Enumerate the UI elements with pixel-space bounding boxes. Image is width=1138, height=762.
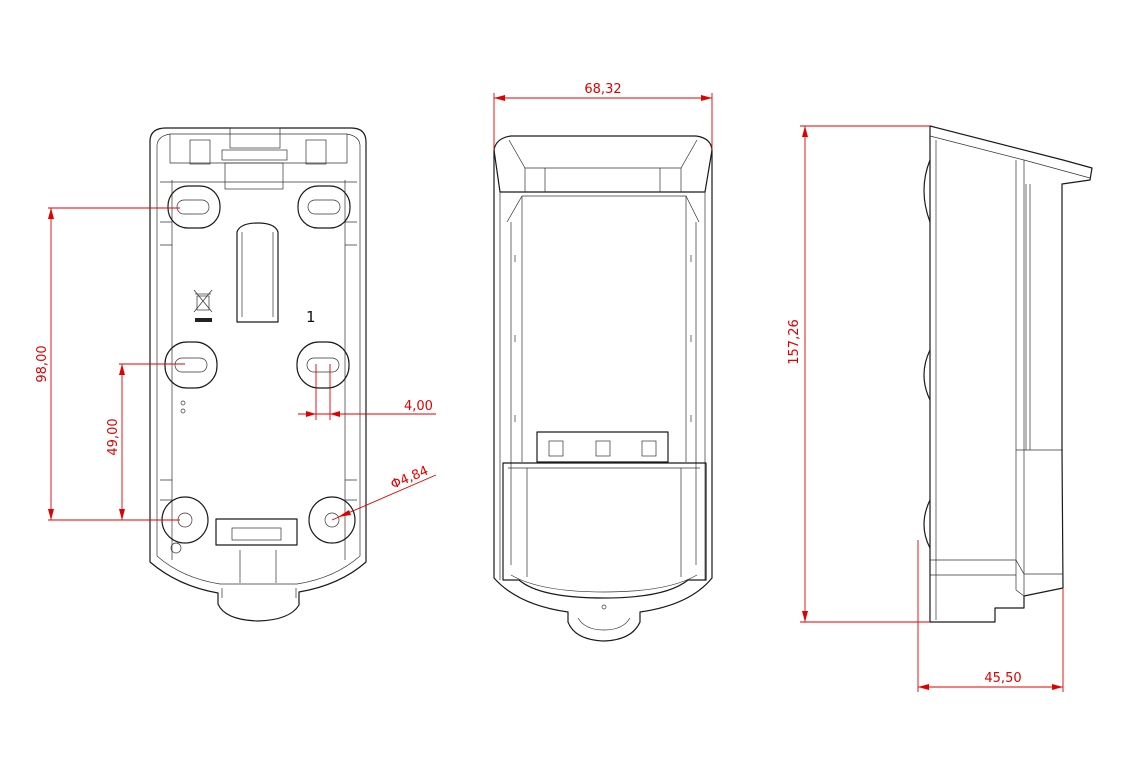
front-lens	[502, 462, 707, 599]
dimension-49: 49,00	[106, 363, 185, 520]
dimension-hole: Φ4,84	[331, 464, 437, 521]
dimension-98: 98,00	[35, 207, 180, 521]
back-view-outline	[149, 127, 367, 622]
mounting-boss-top-left	[167, 185, 221, 229]
side-bump-bottom	[923, 499, 931, 549]
dimension-total-height: 157,26	[787, 125, 930, 623]
side-bump-mid	[923, 349, 931, 401]
dimension-width-label: 68,32	[584, 82, 621, 97]
mounting-boss-mid-left	[164, 341, 218, 389]
mounting-boss-mid-right	[296, 341, 350, 389]
bottom-clip	[215, 518, 298, 546]
dimension-98-label: 98,00	[35, 345, 50, 382]
front-tab	[536, 431, 669, 463]
side-view: 157,26 45,50	[787, 125, 1093, 692]
dimension-4-label: 4,00	[404, 399, 433, 414]
side-view-outline	[929, 125, 1093, 623]
center-rail	[236, 222, 279, 323]
dimension-4: 4,00	[298, 364, 436, 420]
dimension-49-label: 49,00	[106, 418, 121, 455]
front-view: 68,32	[493, 82, 713, 642]
dimension-depth: 45,50	[917, 540, 1064, 692]
weee-bin-icon	[193, 289, 213, 322]
mounting-hole-bottom-right	[308, 496, 356, 544]
dimension-hole-label: Φ4,84	[389, 464, 431, 493]
front-view-outline	[493, 135, 713, 642]
dimension-width: 68,32	[493, 82, 713, 150]
side-bump-top	[923, 159, 931, 223]
back-view: 1 98,00 49,00 4,00	[35, 127, 437, 622]
mounting-boss-top-right	[297, 185, 351, 229]
dimension-depth-label: 45,50	[984, 671, 1021, 686]
dimension-total-height-label: 157,26	[787, 319, 802, 365]
part-number-label: 1	[306, 308, 316, 326]
